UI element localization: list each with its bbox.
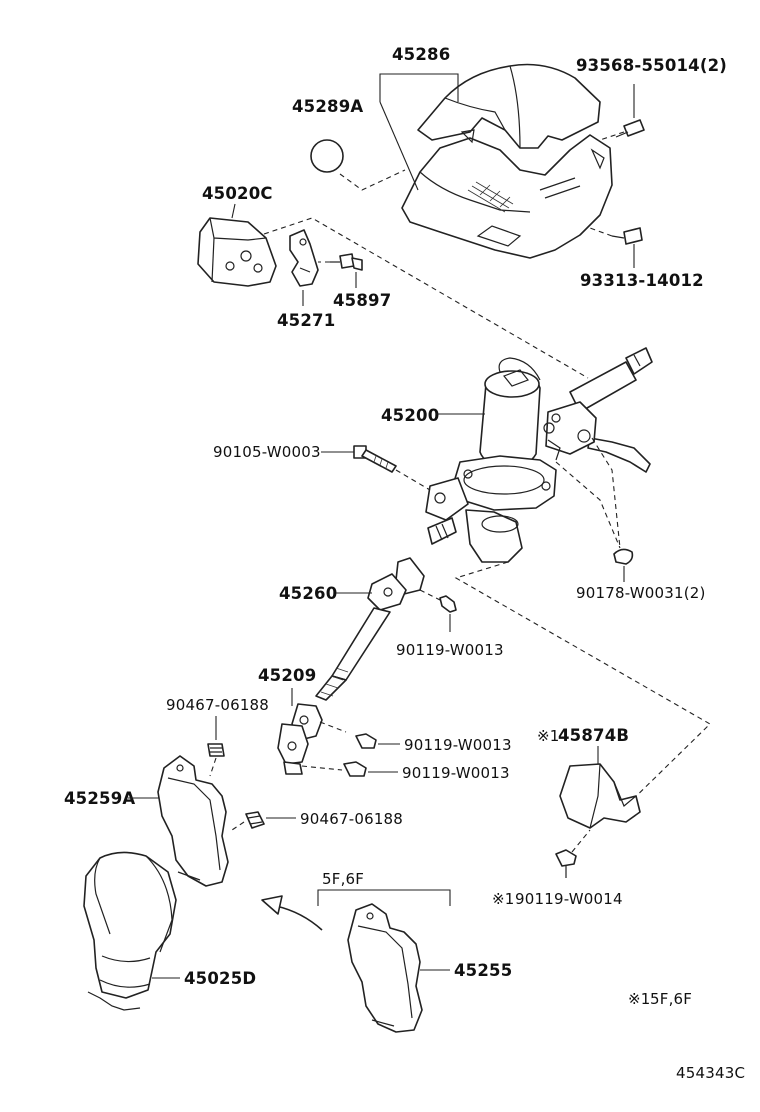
label-45874B: 45874B bbox=[558, 726, 629, 745]
dash-90119-a bbox=[419, 589, 441, 601]
intermediate-shaft-45260 bbox=[315, 557, 425, 701]
clip-90467-b bbox=[245, 811, 265, 829]
bolt-90119-b bbox=[355, 733, 377, 749]
dash-90178 bbox=[555, 437, 621, 549]
clamp-45271 bbox=[289, 229, 319, 287]
screw-93313 bbox=[611, 227, 643, 245]
bolt-90105 bbox=[353, 445, 397, 473]
dash-90105 bbox=[395, 469, 431, 491]
dash-90119-c bbox=[301, 765, 343, 771]
variant-bracket bbox=[317, 889, 451, 906]
bracket-45020C bbox=[197, 217, 277, 287]
mark-45874B: ※1 bbox=[537, 727, 560, 745]
dash-45020C bbox=[263, 217, 589, 379]
label-45259A: 45259A bbox=[64, 789, 135, 808]
label-45025D: 45025D bbox=[184, 969, 256, 988]
clip-90178 bbox=[613, 548, 634, 565]
clip-90467-a bbox=[207, 743, 225, 757]
dash-93568 bbox=[599, 131, 625, 141]
label-45286: 45286 bbox=[392, 45, 450, 64]
drawing-id: 454343C bbox=[676, 1064, 745, 1082]
dash-90467-a bbox=[209, 757, 217, 777]
bolt-90119-a bbox=[439, 595, 457, 613]
label-90119-W0014: 90119-W0014 bbox=[515, 890, 623, 908]
dash-90467-b bbox=[231, 821, 245, 831]
label-90119-W0013-a: 90119-W0013 bbox=[396, 641, 504, 659]
joint-45209 bbox=[277, 703, 323, 775]
mark-90119-W0014: ※1 bbox=[492, 890, 515, 908]
steering-column-45200 bbox=[425, 347, 653, 563]
bolt-45897 bbox=[330, 253, 363, 271]
label-90119-W0013-c: 90119-W0013 bbox=[402, 764, 510, 782]
label-90105-W0003: 90105-W0003 bbox=[213, 443, 321, 461]
dash-45209 bbox=[319, 721, 347, 733]
leader-45286 bbox=[379, 73, 459, 102]
dash-45289A bbox=[339, 169, 406, 191]
label-90119-W0013-b: 90119-W0013 bbox=[404, 736, 512, 754]
label-45897: 45897 bbox=[333, 291, 391, 310]
bolt-90119-c bbox=[343, 761, 367, 777]
dash-45874B bbox=[454, 561, 711, 811]
label-45260: 45260 bbox=[279, 584, 337, 603]
label-45020C: 45020C bbox=[202, 184, 273, 203]
label-45200: 45200 bbox=[381, 406, 439, 425]
boot-45259A bbox=[157, 755, 229, 887]
dash-93313 bbox=[589, 227, 613, 237]
label-93568-55014: 93568-55014(2) bbox=[576, 56, 727, 75]
boot-45025D bbox=[83, 851, 177, 1011]
plug-45289A bbox=[310, 139, 344, 173]
boot-45255 bbox=[347, 903, 423, 1033]
cover-45874B bbox=[559, 763, 641, 829]
footnote-text: 5F,6F bbox=[650, 990, 692, 1008]
label-90467-06188-b: 90467-06188 bbox=[300, 810, 403, 828]
label-90178-W0031: 90178-W0031(2) bbox=[576, 584, 706, 602]
leader-45286-b bbox=[379, 101, 419, 191]
dash-90119-d bbox=[571, 829, 591, 853]
label-45289A: 45289A bbox=[292, 97, 363, 116]
column-cover-45286 bbox=[401, 63, 613, 259]
label-90467-06188-a: 90467-06188 bbox=[166, 696, 269, 714]
label-93313-14012: 93313-14012 bbox=[580, 271, 704, 290]
screw-93568 bbox=[615, 119, 645, 138]
leader-45020C bbox=[231, 203, 236, 219]
label-45209: 45209 bbox=[258, 666, 316, 685]
label-45271: 45271 bbox=[277, 311, 335, 330]
bolt-90119-d bbox=[555, 849, 577, 878]
variant-label-5F6F: 5F,6F bbox=[322, 870, 364, 888]
label-45255: 45255 bbox=[454, 961, 512, 980]
variant-arrow-icon bbox=[261, 895, 323, 931]
footnote-mark: ※1 bbox=[628, 990, 651, 1008]
